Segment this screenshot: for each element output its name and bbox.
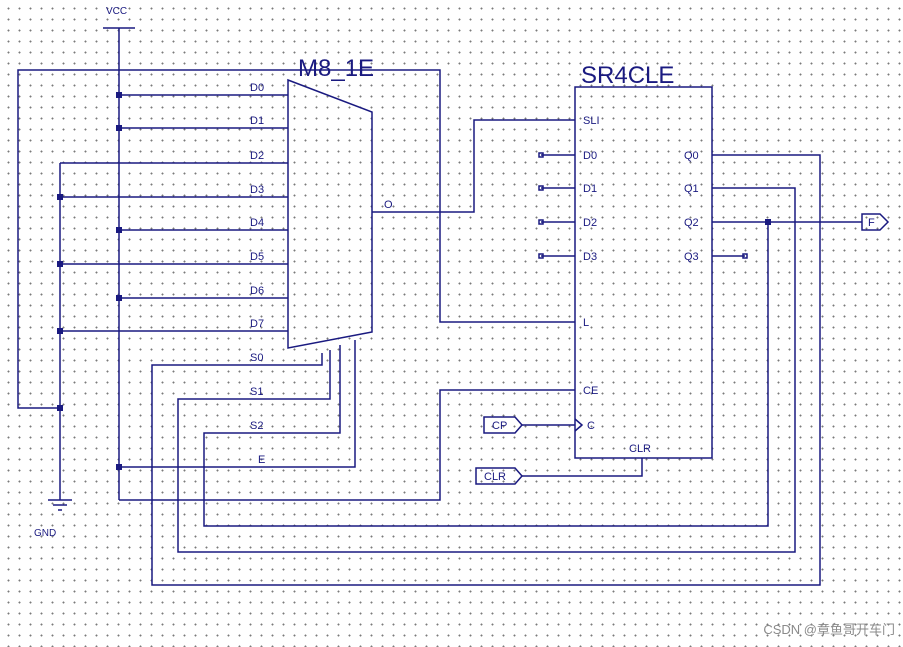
mux-pin-s1: S1 [250, 386, 263, 398]
input-port-clr-label: CLR [484, 471, 506, 483]
sr-pin-q3: Q3 [684, 251, 699, 263]
mux-body [287, 78, 373, 349]
sr-pin-l: L [583, 317, 589, 329]
sr-pin-q1: Q1 [684, 183, 699, 195]
mux-pin-d2: D2 [250, 150, 264, 162]
sr-pin-c: C [587, 420, 595, 432]
mux-m8-1e[interactable]: M8_1E D0 D1 D2 D3 D4 D5 D6 D7 S0 S1 S2 E… [250, 55, 393, 466]
sr-pin-q2: Q2 [684, 217, 699, 229]
junction-dots [57, 92, 771, 470]
mux-pin-s2: S2 [250, 420, 263, 432]
sr-pin-d1: D1 [583, 183, 597, 195]
input-port-clr[interactable]: CLR [475, 467, 523, 485]
sr-pin-d3: D3 [583, 251, 597, 263]
mux-pin-d6: D6 [250, 285, 264, 297]
clock-edge-icon [574, 418, 584, 432]
input-port-cp[interactable]: CP [483, 416, 523, 434]
sr-pin-clr: CLR [629, 443, 651, 455]
mux-pin-d1: D1 [250, 115, 264, 127]
mux-pin-d7: D7 [250, 318, 264, 330]
mux-pin-d0: D0 [250, 82, 264, 94]
mux-pin-s0: S0 [250, 352, 263, 364]
sr-pin-d0: D0 [583, 150, 597, 162]
mux-pin-d4: D4 [250, 217, 264, 229]
output-port-f-label: F [868, 217, 875, 229]
gnd-label: GND [34, 528, 56, 539]
sr-title: SR4CLE [581, 62, 674, 89]
output-port-f[interactable]: F [861, 213, 890, 231]
mux-pin-d5: D5 [250, 251, 264, 263]
sr-pin-ce: CE [583, 385, 598, 397]
watermark: CSDN @章鱼哥开车门 [763, 622, 895, 637]
open-pin-markers [538, 152, 748, 259]
sr-pin-sli: SLI [583, 115, 600, 127]
sr-pin-q0: Q0 [684, 150, 699, 162]
vcc-symbol: VCC [103, 6, 135, 29]
mux-pin-o: O [384, 199, 393, 211]
wires [17, 28, 862, 586]
input-port-cp-label: CP [492, 420, 507, 432]
vcc-label: VCC [106, 6, 127, 17]
sr-pin-d2: D2 [583, 217, 597, 229]
gnd-symbol: GND [34, 499, 72, 539]
mux-pin-e: E [258, 454, 265, 466]
shift-register-sr4cle[interactable]: SR4CLE SLI D0 D1 D2 D3 L CE C CLR Q0 Q1 … [574, 62, 713, 459]
mux-title: M8_1E [298, 55, 374, 82]
sr-body [574, 86, 713, 459]
mux-pin-d3: D3 [250, 184, 264, 196]
